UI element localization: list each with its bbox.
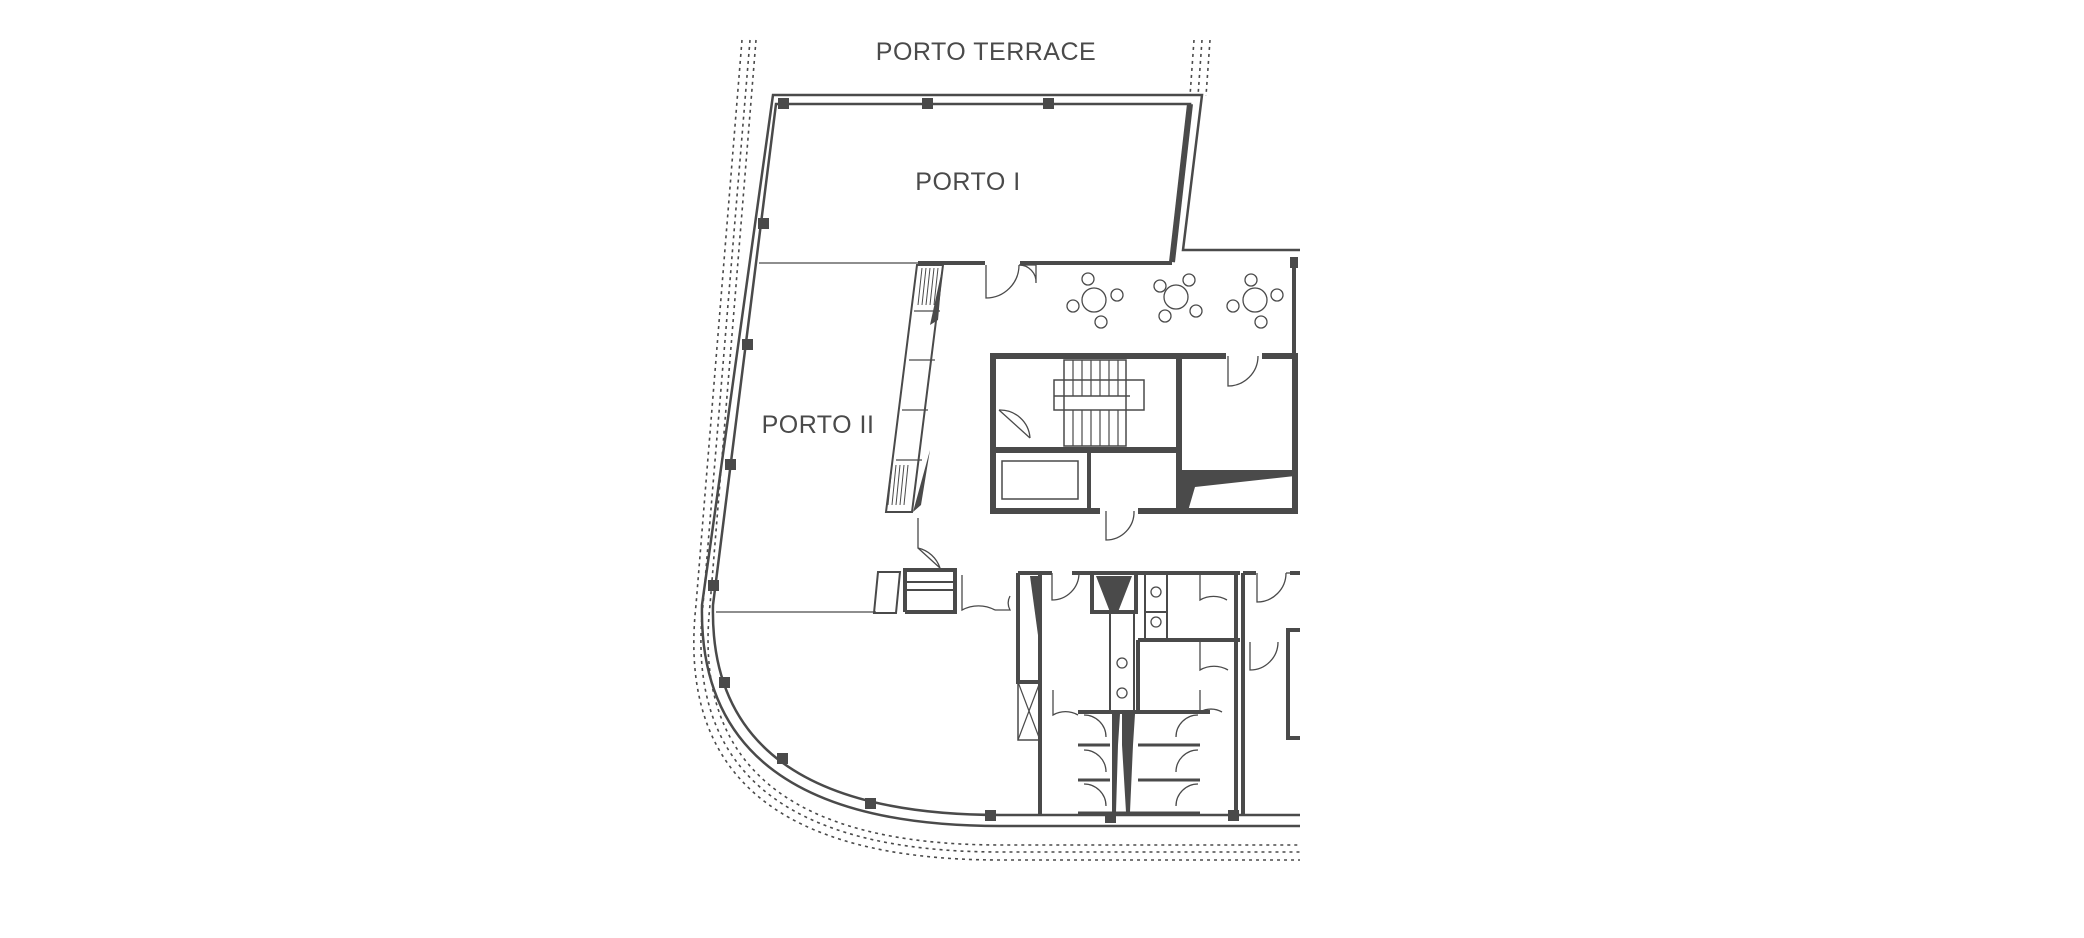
room-label-porto-i: PORTO I [915, 168, 1020, 196]
terrace-boundary [693, 39, 1300, 861]
sanitary-fixtures [1116, 586, 1162, 699]
door-swings [917, 264, 1300, 807]
terrace-label: PORTO TERRACE [876, 38, 1096, 66]
bar-counter [872, 568, 957, 614]
folding-partition [884, 264, 945, 513]
lift [1001, 460, 1079, 500]
restroom-block [1016, 571, 1300, 816]
stair [1053, 359, 1145, 447]
facade-columns [708, 98, 1298, 823]
service-core [990, 351, 1298, 515]
exterior-facade [700, 93, 1300, 828]
foyer-tables [1066, 272, 1284, 329]
room-label-porto-ii: PORTO II [762, 411, 875, 439]
